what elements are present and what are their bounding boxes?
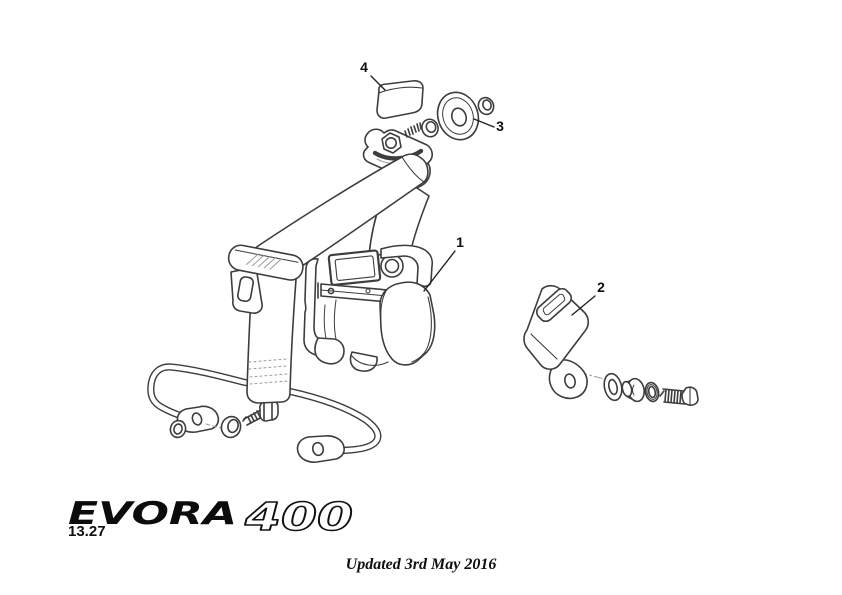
reel-cover-disc [379, 281, 436, 366]
retractor-foot-left [314, 337, 345, 365]
spacer-bushing-icon [421, 118, 439, 138]
callout-label-2: 2 [597, 279, 605, 295]
anchor-screw-icon [404, 122, 422, 138]
buckle-assembly [523, 284, 699, 406]
buckle-head [523, 284, 590, 371]
brand-logo: EVORA 400 [68, 494, 354, 540]
anchor-link-bar [147, 363, 382, 463]
flanged-spacer-icon [621, 377, 645, 403]
flat-washer-icon [603, 372, 623, 402]
cup-washer-icon [220, 415, 242, 439]
belt-webbing-diagonal [251, 153, 429, 269]
section-code: 13.27 [68, 523, 106, 540]
retractor-foot-right [349, 351, 378, 372]
leader-line-3 [473, 118, 495, 128]
buckle-slot [535, 287, 573, 323]
tongue-plate [227, 244, 304, 314]
buckle-bolt-icon [659, 386, 699, 406]
anchor-cover-cap [376, 80, 424, 119]
lower-anchor-hardware [169, 399, 279, 439]
bracket-bolt-head [381, 132, 402, 154]
leader-line-4 [370, 75, 386, 91]
retaining-ring-icon [477, 96, 495, 116]
leader-line-1 [423, 250, 456, 292]
callout-label-1: 1 [456, 234, 464, 250]
callout-label-3: 3 [496, 118, 504, 134]
retractor-assembly [303, 244, 436, 372]
updated-note: Updated 3rd May 2016 [345, 556, 497, 573]
washer-icon [169, 419, 187, 439]
callout-label-4: 4 [360, 59, 368, 75]
lock-washer-icon [644, 381, 660, 403]
large-washer-icon [436, 91, 480, 141]
left-eyelet-tab [176, 405, 220, 433]
buckle-hardware [603, 372, 699, 406]
right-eyelet-paddle [296, 435, 345, 463]
model-badge-text: 400 [244, 495, 353, 539]
leader-line-2 [571, 295, 596, 316]
wordmark-text: EVORA [68, 496, 237, 532]
buckle-mounting-tab [548, 359, 588, 400]
callout-leader-lines [370, 75, 596, 316]
bolt-icon [242, 399, 279, 426]
pretensioner-box [327, 249, 382, 287]
